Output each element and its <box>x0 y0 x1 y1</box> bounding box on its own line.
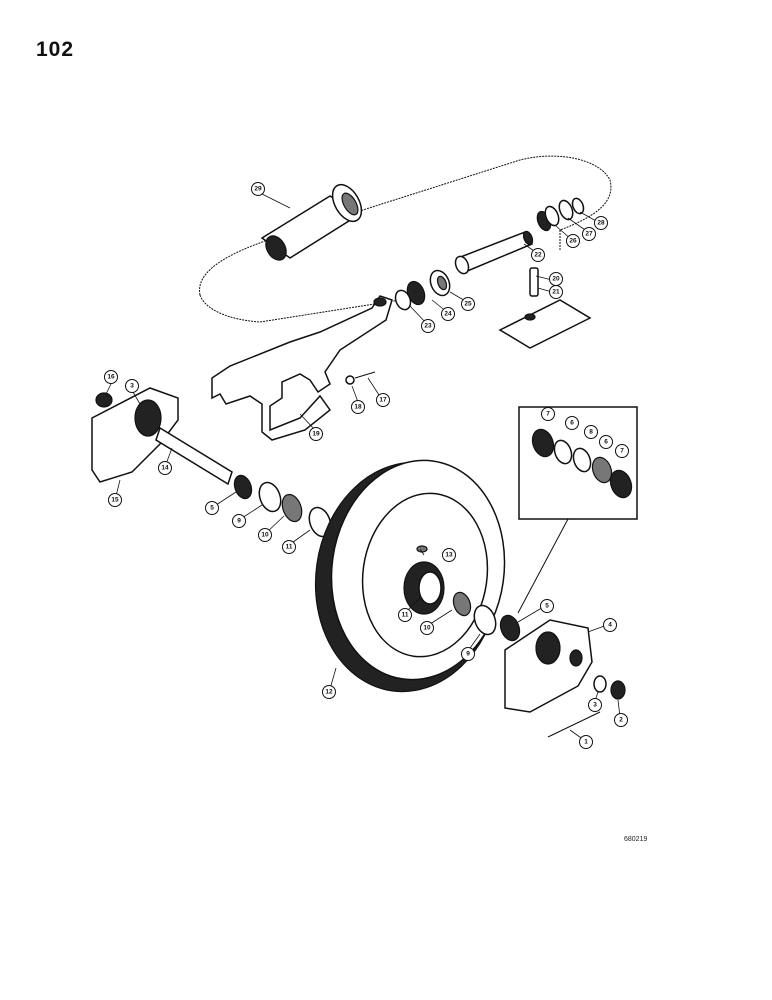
svg-text:23: 23 <box>424 323 432 330</box>
support-block-part-4 <box>504 619 593 713</box>
svg-text:9: 9 <box>237 518 241 525</box>
callout-12: 12 <box>322 685 336 699</box>
svg-text:10: 10 <box>261 532 269 539</box>
callout-7-inset-a: 7 <box>541 407 555 421</box>
callout-8-inset: 8 <box>584 425 598 439</box>
callout-7-inset-b: 7 <box>615 444 629 458</box>
callout-9-left: 9 <box>232 514 246 528</box>
figure-code: 680219 <box>624 836 648 843</box>
callout-1: 1 <box>579 735 593 749</box>
svg-text:6: 6 <box>604 439 608 446</box>
bolt-parts-17-18 <box>345 371 376 385</box>
callout-19: 19 <box>309 427 323 441</box>
callout-20: 20 <box>549 272 563 286</box>
bearings-parts-24-25 <box>394 269 451 311</box>
svg-text:7: 7 <box>546 411 550 418</box>
svg-text:24: 24 <box>444 311 452 318</box>
callout-4: 4 <box>603 618 617 632</box>
svg-text:11: 11 <box>286 544 293 551</box>
svg-text:25: 25 <box>464 301 472 308</box>
svg-text:8: 8 <box>589 429 593 436</box>
callout-17: 17 <box>376 393 390 407</box>
callout-2: 2 <box>614 713 628 727</box>
callouts: 29 28 27 26 22 20 21 25 24 23 17 18 19 1… <box>104 182 629 749</box>
svg-text:2: 2 <box>619 717 623 724</box>
callout-16: 16 <box>104 370 118 384</box>
svg-text:27: 27 <box>585 231 593 238</box>
svg-text:16: 16 <box>107 374 115 381</box>
callout-14: 14 <box>158 461 172 475</box>
callout-3-left: 3 <box>125 379 139 393</box>
svg-text:1: 1 <box>584 739 588 746</box>
bearings-left-parts-5-11 <box>233 474 332 538</box>
callout-24: 24 <box>441 307 455 321</box>
svg-text:6: 6 <box>570 420 574 427</box>
svg-text:12: 12 <box>325 689 333 696</box>
shaft-part-14 <box>155 426 233 486</box>
yoke-arm-part-19 <box>211 295 393 441</box>
callout-6-inset-a: 6 <box>565 416 579 430</box>
callout-29: 29 <box>251 182 265 196</box>
svg-text:5: 5 <box>545 603 549 610</box>
svg-text:26: 26 <box>569 238 577 245</box>
callout-18: 18 <box>351 400 365 414</box>
svg-text:18: 18 <box>354 404 362 411</box>
svg-text:13: 13 <box>445 552 453 559</box>
callout-22: 22 <box>531 248 545 262</box>
callout-25: 25 <box>461 297 475 311</box>
svg-text:19: 19 <box>312 431 320 438</box>
callout-9-right: 9 <box>461 647 475 661</box>
callout-10-left: 10 <box>258 528 272 542</box>
callout-21: 21 <box>549 285 563 299</box>
callout-10-right: 10 <box>420 621 434 635</box>
svg-text:3: 3 <box>130 383 134 390</box>
svg-text:10: 10 <box>423 625 431 632</box>
callout-3-right: 3 <box>588 698 602 712</box>
svg-text:29: 29 <box>254 186 262 193</box>
svg-text:11: 11 <box>402 612 409 619</box>
svg-text:9: 9 <box>466 651 470 658</box>
washer-nut-pin-parts-1-3 <box>547 675 626 738</box>
callout-15: 15 <box>108 493 122 507</box>
svg-text:22: 22 <box>534 252 542 259</box>
callout-26: 26 <box>566 234 580 248</box>
svg-text:15: 15 <box>111 497 119 504</box>
rings-parts-26-28 <box>536 197 585 232</box>
svg-text:14: 14 <box>161 465 169 472</box>
callout-6-inset-b: 6 <box>599 435 613 449</box>
callout-11-right: 11 <box>398 608 412 622</box>
bushing-part-29 <box>260 183 363 261</box>
svg-text:28: 28 <box>597 220 605 227</box>
idler-wheel-part-12 <box>314 459 506 693</box>
svg-text:3: 3 <box>593 702 597 709</box>
svg-text:7: 7 <box>620 448 624 455</box>
svg-text:4: 4 <box>608 622 612 629</box>
callout-11-left: 11 <box>282 540 296 554</box>
svg-text:20: 20 <box>552 276 560 283</box>
svg-text:21: 21 <box>552 289 560 296</box>
seal-detail-inset <box>517 406 638 614</box>
support-block-part-15 <box>91 387 179 483</box>
callout-5-right: 5 <box>540 599 554 613</box>
page-number: 102 <box>36 38 75 61</box>
bearings-right-parts-5-10 <box>452 591 521 642</box>
svg-text:5: 5 <box>210 505 214 512</box>
assembly-outline-loop <box>199 155 612 323</box>
callout-5-left: 5 <box>205 501 219 515</box>
shaft-part-22 <box>454 230 534 275</box>
grease-fitting-inset <box>498 267 592 349</box>
callout-23: 23 <box>421 319 435 333</box>
callout-13: 13 <box>442 548 456 562</box>
callout-28: 28 <box>594 216 608 230</box>
callout-27: 27 <box>582 227 596 241</box>
svg-text:17: 17 <box>379 397 387 404</box>
